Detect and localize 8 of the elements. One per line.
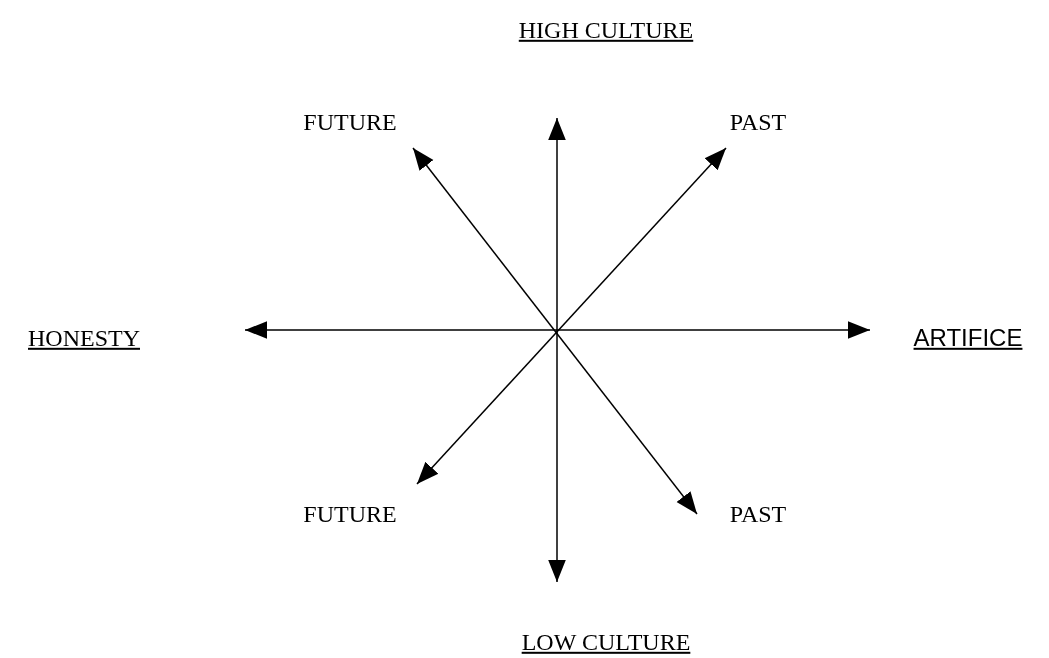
direction-label: FUTURE [303, 108, 397, 136]
direction-label: FUTURE [303, 500, 397, 528]
direction-label: PAST [729, 500, 787, 528]
axis-label: LOW CULTURE [521, 628, 691, 656]
direction-label: PAST [729, 108, 787, 136]
axis-label: HONESTY [28, 324, 140, 352]
axis-label: ARTIFICE [913, 324, 1023, 352]
axis-label: HIGH CULTURE [518, 16, 694, 44]
